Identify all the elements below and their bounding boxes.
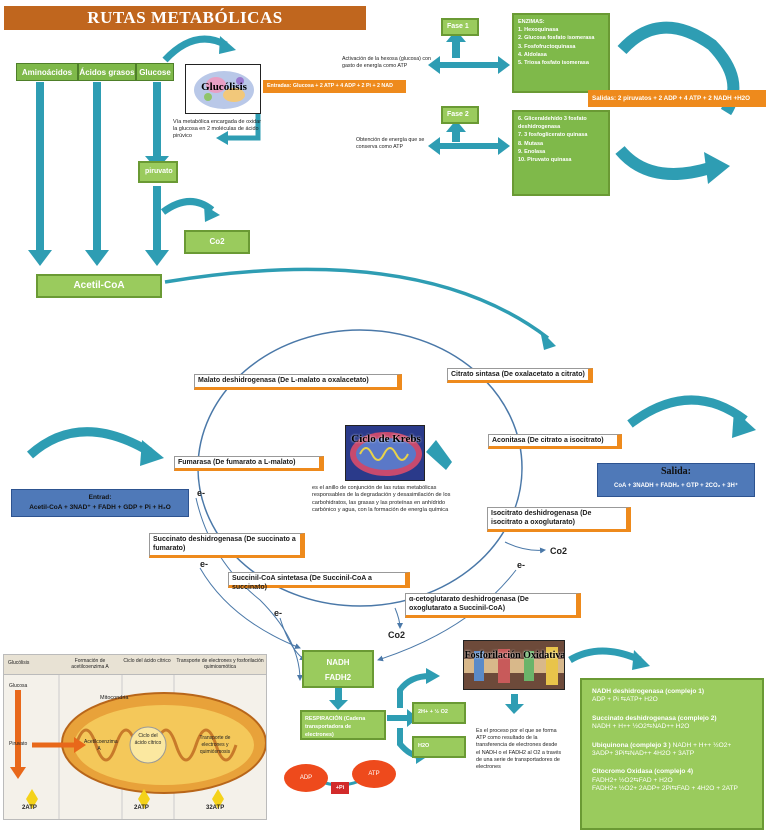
complejo4-title: Citocromo Oxidasa (complejo 4) <box>592 768 694 776</box>
glucolisis-description: Vía metabólica encargada de oxidar la gl… <box>173 119 262 139</box>
label-ciclo: Ciclo del ácido cítrico <box>134 733 162 746</box>
complejo3-title: Ubiquinona (complejo 3 ) <box>592 741 671 749</box>
label-mitocondria: Mitocondria <box>100 695 129 701</box>
salida-label: Salida: <box>660 466 691 477</box>
fase2-description: Obtención de energía que se conserva com… <box>356 137 425 150</box>
krebs-description: es el anillo de conjunción de las rutas … <box>312 485 451 514</box>
label-glucosa: Glucosa <box>9 683 28 689</box>
glucolisis-image: Glucólisis <box>185 64 261 114</box>
complejos-box: NADH deshidrogenasa (complejo 1) ADP + P… <box>580 678 764 830</box>
header-glucolisis: Glucólisis <box>8 660 30 666</box>
mitochondria-icon <box>350 432 422 476</box>
glucolisis-label: Glucólisis <box>201 81 247 93</box>
atp-circle: ATP <box>352 760 396 788</box>
mito-drawing <box>10 675 266 819</box>
electron-marker-4: e- <box>517 560 526 570</box>
complejo1-eq: ADP + Pi ⇆ATP+ H2O <box>592 696 658 704</box>
co2-marker-b: Co2 <box>388 630 406 640</box>
fosforilacion-label: Fosforilación Oxidativa <box>464 650 565 661</box>
fumarasa: Fumarasa (De fumarato a L-malato) <box>174 456 324 471</box>
label-acetilcoa: Acetilcoenzima A <box>84 739 118 752</box>
aminoacidos-box: Aminoácidos <box>16 63 78 81</box>
fase2-arrows <box>428 120 510 155</box>
electron-marker-2: e- <box>200 559 209 569</box>
co2-box: Co2 <box>184 230 250 254</box>
atp-label-1: 2ATP <box>22 805 37 811</box>
krebs-salida-box: Salida: CoA + 3NADH + FADH₂ + GTP + 2CO₂… <box>597 463 755 497</box>
glucolisis-entradas: Entradas: Glucosa + 2 ATP + 4 ADP + 2 Pi… <box>263 80 406 93</box>
complejo2-eq: NADH + H++ ½O2⇆NAD++ H2O <box>592 723 690 731</box>
alfa-cetoglutarato-deshidrogenasa: α-cetoglutarato deshidrogenasa (De oxogl… <box>405 593 581 618</box>
complejo1-title: NADH deshidrogenasa (complejo 1) <box>592 688 705 695</box>
mitochondria-illustration: Glucólisis Formación de acetilcoenzima A… <box>3 654 267 820</box>
arrow-acidos-grasos <box>85 82 109 266</box>
arrow-aminoacidos <box>28 82 52 266</box>
succinil-coa-sintetasa: Succinil-CoA sintetasa (De Succinil-CoA … <box>228 572 410 591</box>
entrada-formula: Acetil-CoA + 3NAD⁺ + FADH + GDP + Pi + H… <box>29 504 171 511</box>
arrow-piruvato-acetil <box>145 186 169 266</box>
complejo4-eq: FADH2+ ½O2⇆FAD + H2O FADH2+ ½O2+ 2ADP+ 2… <box>592 776 738 793</box>
arrow-curve-co2 <box>160 198 215 215</box>
header-acetil: Formación de acetilcoenzima A <box>71 658 109 670</box>
fase1-box: Fase 1 <box>441 18 479 36</box>
complejo3-eq: NADH + H++ ½O2+ 3ADP+ 3Pi⇆NAD++ 4H2O + 3… <box>592 741 732 758</box>
succinato-deshidrogenasa: Succinato deshidrogenasa (De succinato a… <box>149 533 305 558</box>
label-transporte: Transporte de electrones y quimiósmosis <box>199 735 231 755</box>
aconitasa: Aconitasa (De citrato a isocitrato) <box>488 434 622 449</box>
glucolisis-salidas: Salidas: 2 piruvatos + 2 ADP + 4 ATP + 2… <box>588 90 766 107</box>
fase2-box: Fase 2 <box>441 106 479 124</box>
atp-label-2: 2ATP <box>134 805 149 811</box>
header-transporte: Transporte de electrones y fosforilación… <box>176 658 264 670</box>
molecule-icon <box>194 71 254 109</box>
h2o-box: H2O <box>412 736 466 758</box>
entrada-label: Entrad: <box>88 494 112 501</box>
fadh2-label: FADH2 <box>324 673 352 682</box>
electron-marker-3: e- <box>274 608 283 618</box>
membrane-icon <box>464 647 564 685</box>
complejo2-title: Succinato deshidrogenasa (complejo 2) <box>592 714 717 722</box>
h-o2-box: 2H+ + ½ O2 <box>412 702 466 724</box>
krebs-entrada-box: Entrad: Acetil-CoA + 3NAD⁺ + FADH + GDP … <box>11 489 189 517</box>
atp-label-3: 32ATP <box>206 805 225 811</box>
fosforilacion-description: Es el proceso por el que se forma ATP co… <box>476 728 562 771</box>
header-ciclo: Ciclo del ácido cítrico <box>123 658 171 664</box>
isocitrato-deshidrogenasa: Isocitrato deshidrogenasa (De isocitrato… <box>487 507 631 532</box>
pi-badge: +Pi <box>331 782 349 794</box>
respiracion-box: RESPIRACIÓN (Cadena transportadora de el… <box>300 710 386 740</box>
arrow-curve-glucolisis <box>162 35 228 63</box>
citrato-sintasa: Citrato sintasa (De oxalacetato a citrat… <box>447 368 593 383</box>
acidos-grasos-box: Ácidos grasos <box>78 63 136 81</box>
malato-deshidrogenasa: Malato deshidrogenasa (De L-malato a oxa… <box>194 374 402 390</box>
arrow-acetil-krebs <box>164 267 550 340</box>
salida-formula: CoA + 3NADH + FADH₂ + GTP + 2CO₂ + 3H⁺ <box>613 483 739 489</box>
fosforilacion-image: Fosforilación Oxidativa <box>463 640 565 690</box>
piruvato-box: piruvato <box>138 161 178 183</box>
co2-marker-a: Co2 <box>550 546 568 556</box>
label-piruvato: Piruvato <box>9 741 28 747</box>
krebs-image: Ciclo de Krebs <box>345 425 425 481</box>
acetil-coa-box: Acetil-CoA <box>36 274 162 298</box>
illustration-header <box>4 655 266 675</box>
nadh-label: NADH <box>326 658 350 667</box>
fase1-description: Activación de la hexosa (glucosa) con ga… <box>342 56 431 69</box>
arrow-glucosa-piruvato <box>145 82 169 170</box>
page-title: RUTAS METABÓLICAS <box>4 6 366 30</box>
electron-marker-1: e- <box>197 488 206 498</box>
nadh-fadh2-box: NADH FADH2 <box>302 650 374 688</box>
fase1-arrows <box>428 30 510 74</box>
enzimas-fase1: ENZIMAS: 1. Hexoquinasa 2. Glucosa fosfa… <box>512 13 610 93</box>
glucosa-box: Glucose <box>136 63 174 81</box>
adp-circle: ADP <box>284 764 328 792</box>
enzimas-fase2: 6. Gliceraldehído 3 fosfato deshidrogena… <box>512 110 610 196</box>
krebs-label: Ciclo de Krebs <box>351 433 421 445</box>
